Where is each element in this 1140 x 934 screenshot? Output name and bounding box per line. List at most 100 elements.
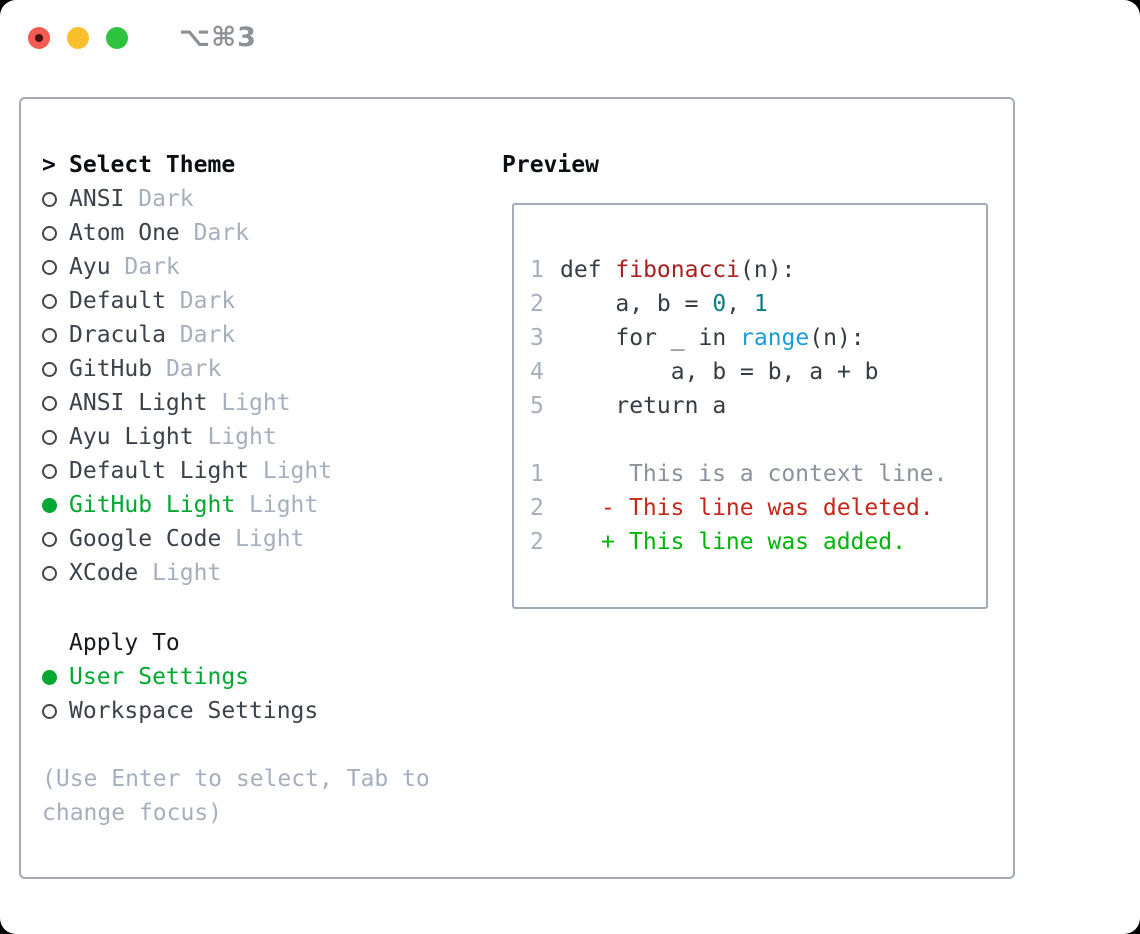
code-text: a, b = 0, 1 — [560, 287, 768, 321]
theme-variant: Dark — [179, 288, 236, 314]
radio-unselected-icon — [42, 327, 57, 343]
prompt-caret-icon: > — [42, 152, 56, 178]
radio-unselected-icon — [42, 225, 57, 241]
theme-variant: Light — [249, 492, 319, 518]
diff-text: This line was deleted. — [629, 495, 934, 521]
line-number: 2 — [530, 529, 544, 555]
preview-header: Preview — [502, 152, 599, 178]
theme-option[interactable]: Dracula Dark — [42, 318, 492, 352]
radio-unselected-icon — [42, 191, 57, 207]
theme-variant: Dark — [124, 254, 180, 280]
code-segment-plain: a, b = b, a + b — [560, 359, 879, 385]
code-segment-plain: (n): — [740, 257, 796, 283]
apply-option[interactable]: Workspace Settings — [42, 694, 492, 728]
code-segment-plain: a, b = — [560, 291, 713, 317]
theme-name: Dracula — [69, 322, 166, 348]
radio-icon — [42, 429, 69, 445]
radio-unselected-icon — [42, 463, 57, 479]
radio-icon — [42, 497, 69, 513]
theme-variant: Dark — [138, 186, 194, 212]
theme-variant: Dark — [179, 322, 236, 348]
line-number: 1 — [530, 461, 544, 487]
code-line: 4 a, b = b, a + b — [530, 355, 986, 389]
apply-option-label: User Settings — [69, 664, 250, 690]
radio-selected-icon — [42, 497, 57, 513]
theme-variant: Light — [262, 458, 333, 484]
radio-icon — [42, 361, 69, 377]
apply-option[interactable]: User Settings — [42, 660, 492, 694]
diff-marker-icon: + — [601, 529, 615, 555]
diff-line-deleted: 2 -This line was deleted. — [530, 491, 986, 525]
code-text: for _ in range(n): — [560, 321, 865, 355]
radio-icon — [42, 531, 69, 547]
theme-name: ANSI Light — [69, 390, 208, 416]
code-text: return a — [560, 389, 726, 423]
theme-name: XCode — [69, 560, 139, 586]
radio-unselected-icon — [42, 429, 57, 445]
theme-name: GitHub Light — [69, 492, 236, 518]
theme-variant: Dark — [193, 220, 250, 246]
diff-text: This is a context line. — [629, 461, 948, 487]
apply-to-header-row: Apply To — [42, 626, 492, 660]
theme-option[interactable]: ANSI Dark — [42, 182, 492, 216]
close-dot-icon — [35, 33, 43, 42]
radio-unselected-icon — [42, 703, 57, 719]
theme-variant: Light — [235, 526, 305, 552]
code-segment-plain: (n): — [809, 325, 865, 351]
close-button[interactable] — [28, 26, 50, 49]
line-number: 4 — [530, 359, 544, 385]
code-segment-plain: return a — [560, 393, 727, 419]
code-text: a, b = b, a + b — [560, 355, 879, 389]
code-segment-num: 1 — [753, 291, 768, 317]
radio-selected-icon — [42, 669, 57, 685]
theme-option[interactable]: XCode Light — [42, 556, 492, 590]
code-segment-num: 0 — [712, 291, 727, 317]
diff-text: This line was added. — [629, 529, 906, 555]
code-segment-plain: for _ in — [560, 325, 741, 351]
theme-variant: Light — [221, 390, 291, 416]
line-number: 1 — [530, 257, 544, 283]
radio-icon — [42, 395, 69, 411]
code-segment-func: fibonacci — [615, 257, 741, 283]
code-segment-plain: , — [726, 291, 754, 317]
line-number: 2 — [530, 495, 544, 521]
theme-option[interactable]: Atom One Dark — [42, 216, 492, 250]
diff-line-context: 1 This is a context line. — [530, 457, 986, 491]
radio-icon — [42, 703, 69, 719]
radio-icon — [42, 259, 69, 275]
theme-name: Atom One — [69, 220, 180, 246]
help-text: (Use Enter to select, Tab to change focu… — [42, 766, 430, 826]
theme-name: Default Light — [69, 458, 250, 484]
diff-preview: 1 This is a context line. 2 -This line was… — [530, 457, 986, 559]
minimize-button[interactable] — [67, 26, 89, 49]
zoom-button[interactable] — [106, 26, 128, 49]
theme-option[interactable]: GitHub Light Light — [42, 488, 492, 522]
theme-option[interactable]: ANSI Light Light — [42, 386, 492, 420]
radio-unselected-icon — [42, 395, 57, 411]
select-theme-header-row: > Select Theme — [42, 148, 492, 182]
theme-name: Google Code — [69, 526, 222, 552]
radio-icon — [42, 293, 69, 309]
diff-marker-icon: - — [601, 495, 615, 521]
theme-option[interactable]: Default Light Light — [42, 454, 492, 488]
theme-variant: Dark — [165, 356, 222, 382]
window-title: ⌥⌘3 — [179, 22, 257, 53]
radio-unselected-icon — [42, 531, 57, 547]
theme-option[interactable]: Google Code Light — [42, 522, 492, 556]
theme-variant: Light — [152, 560, 222, 586]
radio-icon — [42, 225, 69, 241]
theme-name: ANSI — [69, 186, 125, 212]
radio-icon — [42, 669, 69, 685]
apply-option-label: Workspace Settings — [69, 698, 319, 724]
radio-unselected-icon — [42, 565, 57, 581]
